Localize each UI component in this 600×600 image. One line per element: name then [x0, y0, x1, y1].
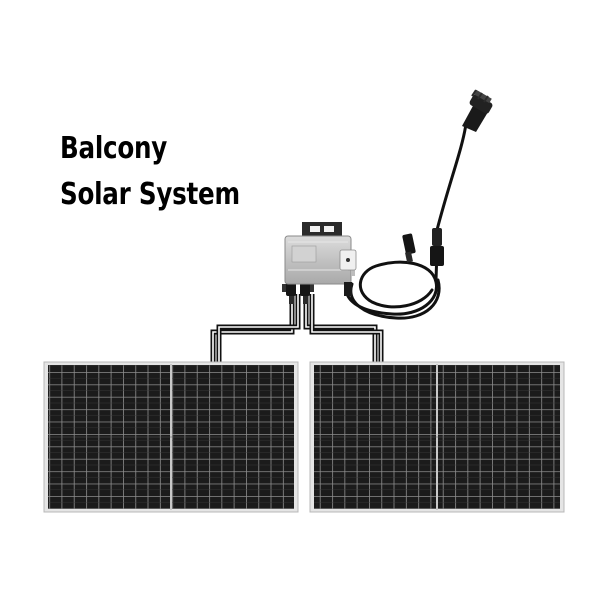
schuko-plug-icon	[462, 89, 493, 132]
title-line-1: Balcony	[60, 131, 168, 166]
dc-cable-right	[303, 294, 384, 362]
ac-connectors	[402, 228, 444, 266]
solar-panel-left	[43, 361, 299, 513]
solar-panel-right	[309, 361, 565, 513]
ac-cable	[344, 104, 492, 320]
title-line-2: Solar System	[60, 177, 240, 212]
mc4-connectors	[282, 282, 314, 304]
dc-cable-left	[210, 294, 301, 362]
microinverter-icon	[284, 222, 357, 296]
